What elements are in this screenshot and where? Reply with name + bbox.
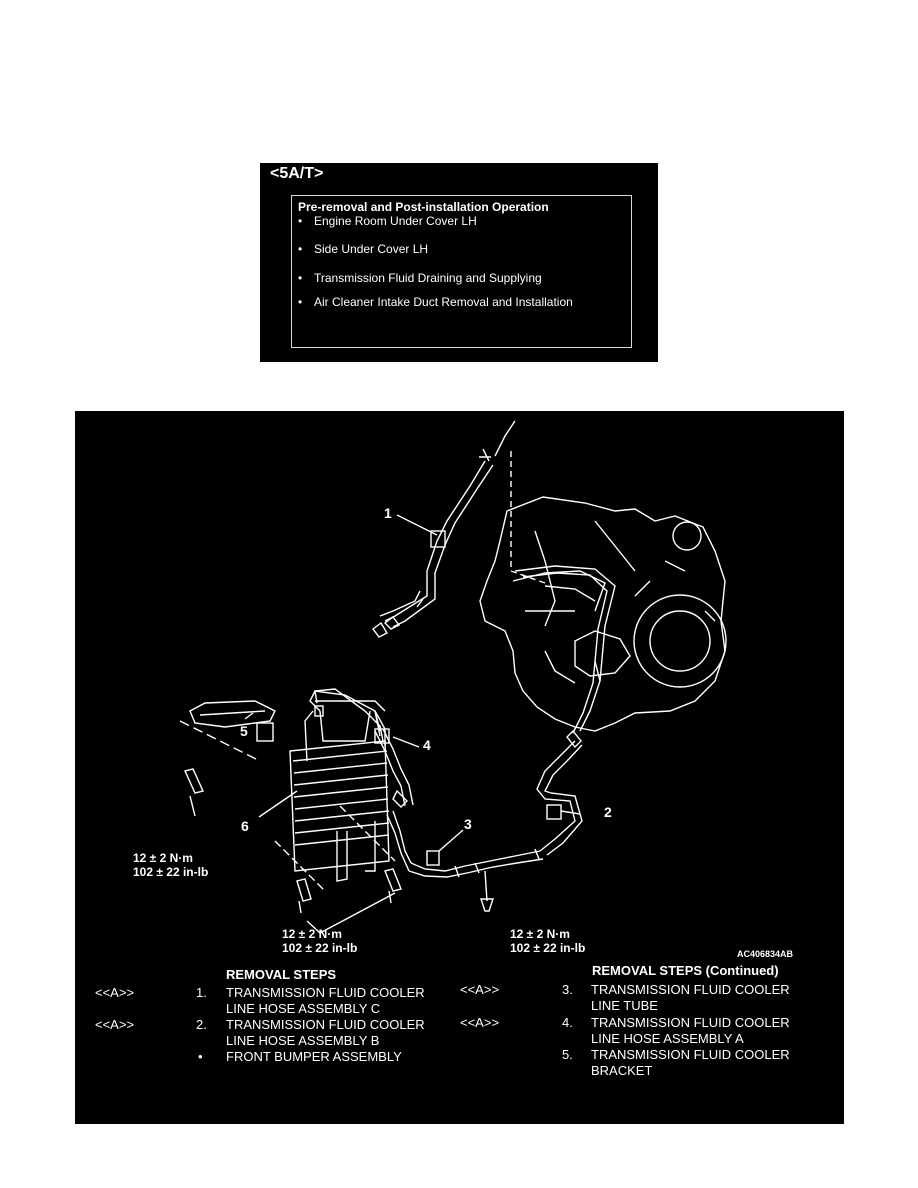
torque-nm: 12 ± 2 N·m bbox=[510, 927, 570, 941]
step-ref: <<A>> bbox=[460, 1015, 500, 1030]
callout-3: 3 bbox=[464, 816, 472, 832]
operation-title: Pre-removal and Post-installation Operat… bbox=[298, 200, 549, 214]
step-text: FRONT BUMPER ASSEMBLY bbox=[226, 1049, 402, 1064]
operation-box: Pre-removal and Post-installation Operat… bbox=[291, 195, 632, 348]
step-bullet: • bbox=[198, 1049, 203, 1064]
step-ref: <<A>> bbox=[460, 982, 500, 997]
callout-leaders bbox=[244, 514, 581, 852]
removal-steps-continued-title: REMOVAL STEPS (Continued) bbox=[592, 963, 779, 978]
step-text: TRANSMISSION FLUID COOLER bbox=[591, 1015, 790, 1030]
step-text: LINE HOSE ASSEMBLY A bbox=[591, 1031, 744, 1046]
callout-4: 4 bbox=[423, 737, 431, 753]
torque-inlb: 102 ± 22 in-lb bbox=[510, 941, 586, 955]
cooler-line-illustration bbox=[179, 420, 727, 934]
hose-assembly-b bbox=[536, 729, 583, 856]
step-number: 3. bbox=[562, 982, 573, 997]
step-text: TRANSMISSION FLUID COOLER bbox=[226, 985, 425, 1000]
step-text: LINE HOSE ASSEMBLY C bbox=[226, 1001, 381, 1016]
callout-1: 1 bbox=[384, 505, 392, 521]
torque-nm: 12 ± 2 N·m bbox=[133, 851, 193, 865]
removal-steps-title: REMOVAL STEPS bbox=[226, 967, 337, 982]
torque-inlb: 102 ± 22 in-lb bbox=[133, 865, 209, 879]
line-tube bbox=[386, 810, 544, 912]
step-ref: <<A>> bbox=[95, 985, 135, 1000]
transmission-drawing bbox=[479, 496, 727, 732]
pre-removal-panel: <5A/T> Pre-removal and Post-installation… bbox=[260, 163, 658, 362]
torque-inlb: 102 ± 22 in-lb bbox=[282, 941, 358, 955]
operation-item: •Engine Room Under Cover LH bbox=[298, 214, 477, 228]
step-number: 5. bbox=[562, 1047, 573, 1062]
operation-item: •Side Under Cover LH bbox=[298, 242, 429, 256]
hose-assembly-c bbox=[372, 420, 546, 638]
step-text: TRANSMISSION FLUID COOLER bbox=[226, 1017, 425, 1032]
oil-cooler bbox=[274, 690, 396, 892]
callout-5: 5 bbox=[240, 723, 248, 739]
cooler-line-pipes bbox=[514, 565, 616, 734]
illustration-code: AC406834AB bbox=[737, 949, 794, 959]
callout-2: 2 bbox=[604, 804, 612, 820]
step-ref: <<A>> bbox=[95, 1017, 135, 1032]
torque-nm: 12 ± 2 N·m bbox=[282, 927, 342, 941]
step-number: 1. bbox=[196, 985, 207, 1000]
removal-diagram-panel: 1 2 3 4 5 6 12 ± 2 N·m 102 ± 22 in-lb 12… bbox=[75, 411, 844, 1124]
step-text: TRANSMISSION FLUID COOLER bbox=[591, 1047, 790, 1062]
callout-6: 6 bbox=[241, 818, 249, 834]
step-text: TRANSMISSION FLUID COOLER bbox=[591, 982, 790, 997]
operation-item: •Air Cleaner Intake Duct Removal and Ins… bbox=[298, 295, 573, 309]
bolts bbox=[296, 868, 402, 934]
section-header: <5A/T> bbox=[270, 165, 324, 182]
cooler-bracket bbox=[179, 700, 276, 817]
hose-assembly-a bbox=[314, 688, 414, 808]
step-number: 4. bbox=[562, 1015, 573, 1030]
step-text: BRACKET bbox=[591, 1063, 653, 1078]
step-text: LINE HOSE ASSEMBLY B bbox=[226, 1033, 380, 1048]
step-number: 2. bbox=[196, 1017, 207, 1032]
step-text: LINE TUBE bbox=[591, 998, 658, 1013]
operation-item: •Transmission Fluid Draining and Supplyi… bbox=[298, 271, 542, 285]
